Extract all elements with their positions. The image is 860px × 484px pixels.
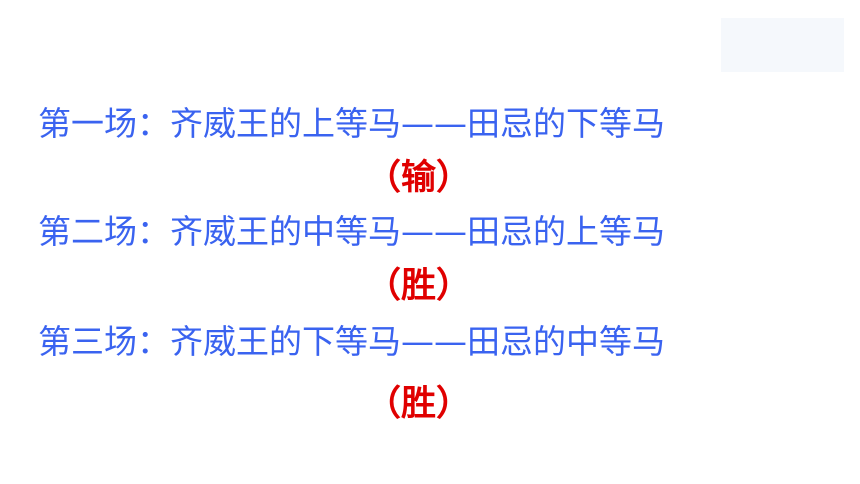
round-3-result: （胜） <box>366 384 472 424</box>
round-1-result: （输） <box>366 158 472 198</box>
corner-placeholder-box <box>721 18 844 72</box>
round-2-result: （胜） <box>366 266 472 306</box>
round-3-matchup: 第三场：齐威王的下等马——田忌的中等马 <box>38 322 665 361</box>
round-1-matchup: 第一场：齐威王的上等马——田忌的下等马 <box>38 104 665 143</box>
round-2-matchup: 第二场：齐威王的中等马——田忌的上等马 <box>38 212 665 251</box>
